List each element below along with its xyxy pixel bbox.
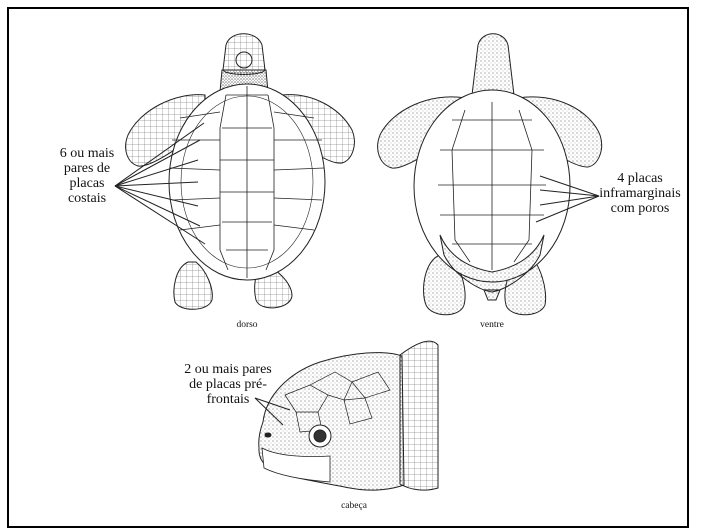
prefrontal-scutes-label: 2 ou mais pares de placas pré- frontais bbox=[164, 362, 292, 407]
costal-scutes-label: 6 ou mais pares de placas costais bbox=[48, 146, 126, 206]
inframarginal-scutes-label: 4 placas inframarginais com poros bbox=[590, 171, 690, 216]
dorsal-caption: dorso bbox=[222, 318, 272, 333]
dorsal-left-rear-flipper bbox=[174, 262, 212, 309]
ventral-caption: ventre bbox=[467, 318, 517, 333]
head-caption: cabeça bbox=[324, 499, 384, 514]
ventral-head bbox=[472, 34, 514, 95]
ventral-turtle bbox=[378, 34, 602, 315]
